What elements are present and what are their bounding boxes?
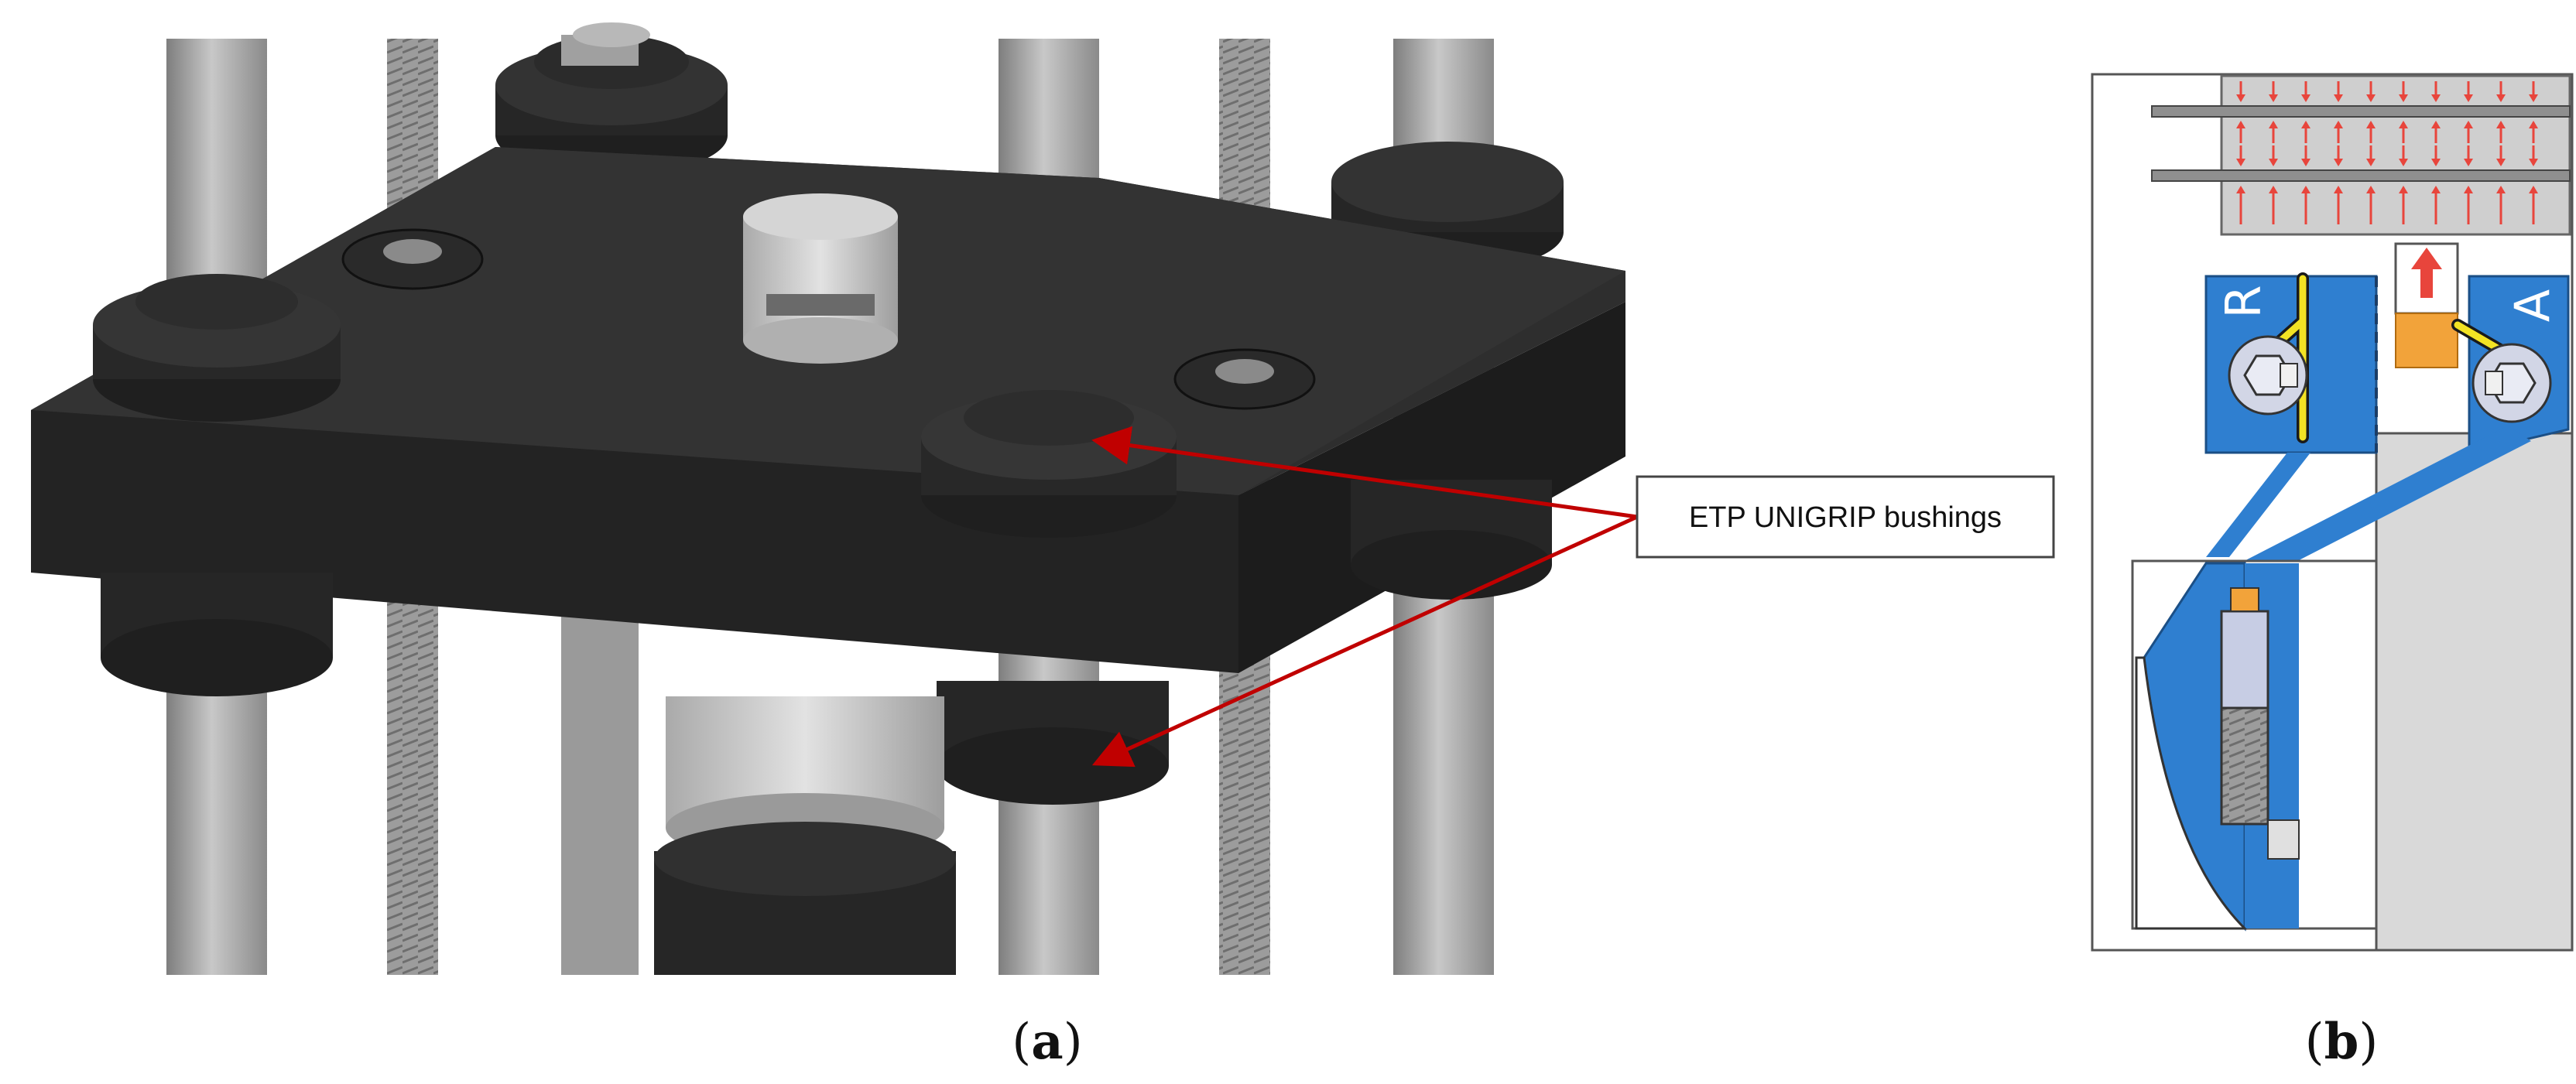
force-arrow-head bbox=[2431, 121, 2441, 128]
force-arrow-head bbox=[2269, 159, 2278, 166]
detail-screw bbox=[2220, 610, 2269, 710]
clamp-stack bbox=[2151, 74, 2571, 236]
bushing bbox=[921, 390, 1177, 538]
side-letter-a: A bbox=[2504, 289, 2561, 322]
force-arrow-head bbox=[2464, 94, 2473, 102]
detail-thread bbox=[2220, 706, 2269, 826]
piston-arrow bbox=[2411, 248, 2442, 298]
force-arrow-head bbox=[2496, 159, 2506, 166]
bushing bbox=[101, 573, 333, 696]
force-arrow-head bbox=[2366, 159, 2376, 166]
force-arrow-head bbox=[2399, 186, 2408, 193]
bushing bbox=[93, 274, 341, 422]
force-arrow-head bbox=[2529, 121, 2538, 128]
force-arrow-head bbox=[2366, 94, 2376, 102]
detail-tip bbox=[2230, 587, 2259, 612]
force-arrow-head bbox=[2269, 186, 2278, 193]
force-arrow-head bbox=[2496, 94, 2506, 102]
force-arrows bbox=[2236, 81, 2538, 224]
force-arrow-head bbox=[2301, 186, 2311, 193]
force-arrow-head bbox=[2301, 94, 2311, 102]
lower-coupling bbox=[654, 696, 956, 975]
force-arrow-head bbox=[2399, 121, 2408, 128]
force-arrow-head bbox=[2236, 121, 2245, 128]
force-arrow-head bbox=[2431, 94, 2441, 102]
panel-b-illustration: R A bbox=[2091, 73, 2574, 952]
screw-right bbox=[2472, 343, 2552, 423]
force-arrow-head bbox=[2431, 186, 2441, 193]
force-arrow-head bbox=[2334, 186, 2343, 193]
force-arrow-head bbox=[2334, 159, 2343, 166]
panel-a-label: (a) bbox=[1012, 1013, 1082, 1071]
callout-arrow bbox=[1091, 515, 1639, 768]
force-arrow-head bbox=[2301, 159, 2311, 166]
bushing bbox=[1351, 480, 1552, 600]
callout-text: ETP UNIGRIP bushings bbox=[1689, 501, 2002, 534]
force-arrow-head bbox=[2399, 94, 2408, 102]
force-arrow-head bbox=[2236, 94, 2245, 102]
force-arrow-head bbox=[2464, 121, 2473, 128]
callout-arrow bbox=[1091, 426, 1638, 519]
force-arrow-head bbox=[2496, 121, 2506, 128]
blue-channel bbox=[2206, 453, 2311, 557]
bushing bbox=[937, 681, 1169, 805]
force-arrow-head bbox=[2399, 159, 2408, 166]
force-arrow-head bbox=[2464, 159, 2473, 166]
force-arrow-head bbox=[2496, 186, 2506, 193]
force-arrow-head bbox=[2269, 121, 2278, 128]
force-arrow-head bbox=[2366, 186, 2376, 193]
callout-box bbox=[1636, 475, 2055, 559]
piston bbox=[2395, 313, 2458, 368]
force-arrow-head bbox=[2269, 94, 2278, 102]
force-arrow-head bbox=[2464, 186, 2473, 193]
force-arrow-head bbox=[2334, 121, 2343, 128]
coupling bbox=[743, 193, 898, 364]
screw-left bbox=[2228, 335, 2308, 415]
force-arrow-head bbox=[2236, 186, 2245, 193]
force-arrow-head bbox=[2236, 159, 2245, 166]
side-letter-r: R bbox=[2215, 285, 2272, 318]
force-arrow-head bbox=[2529, 94, 2538, 102]
force-arrow-head bbox=[2431, 159, 2441, 166]
force-arrow-head bbox=[2529, 159, 2538, 166]
blue-channel bbox=[2229, 426, 2531, 588]
shaft-column bbox=[2375, 432, 2574, 952]
detail-arc bbox=[2135, 656, 2248, 930]
force-arrow-head bbox=[2529, 186, 2538, 193]
force-arrow-head bbox=[2366, 121, 2376, 128]
panel-a-illustration bbox=[31, 22, 1625, 975]
bushing bbox=[495, 22, 728, 176]
force-arrow-head bbox=[2334, 94, 2343, 102]
force-arrow-head bbox=[2301, 121, 2311, 128]
detail-plug bbox=[2267, 819, 2300, 860]
panel-b-label: (b) bbox=[2305, 1013, 2379, 1071]
